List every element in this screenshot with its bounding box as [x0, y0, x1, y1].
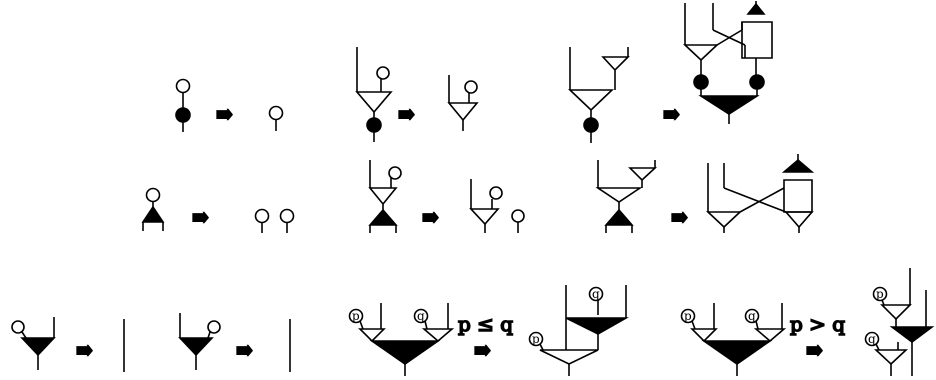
rule-r3a-lhs — [11, 317, 56, 370]
rule-r2c-lhs — [595, 160, 658, 233]
rule-r2b-rhs — [469, 179, 525, 233]
rewrite-arrow: ⇛ — [192, 205, 209, 229]
var-q-label: q — [868, 332, 876, 346]
rewrite-arrow: ⇛ — [474, 338, 491, 362]
rule-r2a-rhs — [254, 208, 295, 233]
rule-r1a-rhs — [268, 105, 284, 131]
rewrite-arrow: ⇛ — [663, 102, 680, 126]
rule-r2c-rhs — [705, 154, 815, 233]
rewrite-arrow: ⇛ — [76, 338, 93, 362]
var-q-label: q — [592, 287, 600, 301]
rewrite-arrow: ⇛ — [671, 205, 688, 229]
var-p-label: p — [352, 309, 360, 323]
var-p-label: p — [532, 332, 540, 346]
var-p-label: p — [684, 309, 692, 323]
rule-r1c-rhs — [682, 1, 773, 124]
rule-r1b-lhs — [355, 47, 393, 142]
condition-label: p ≤ q — [458, 312, 513, 336]
rule-r3d-rhs — [864, 268, 935, 376]
rule-r2a-lhs — [141, 187, 165, 231]
rewrite-arrow: ⇛ — [422, 205, 439, 229]
rewrite-arrow: ⇛ — [398, 102, 415, 126]
rule-r2b-lhs — [368, 160, 402, 233]
rule-r3c-rhs — [528, 285, 630, 376]
rule-r3b-lhs — [178, 313, 221, 370]
condition-label: p > q — [790, 312, 845, 336]
rewrite-arrow: ⇛ — [236, 338, 253, 362]
var-p-label: p — [876, 287, 884, 301]
rule-r1b-rhs — [447, 75, 479, 131]
rule-r3c-lhs — [348, 303, 455, 376]
var-q-label: q — [417, 309, 425, 323]
variable-labels: p q p q p q p q — [352, 287, 884, 346]
rule-r1c-lhs — [568, 47, 630, 143]
rewrite-arrow: ⇛ — [806, 338, 823, 362]
var-q-label: q — [748, 309, 756, 323]
rule-r1a-lhs — [175, 78, 191, 132]
rewrite-arrow: ⇛ — [216, 102, 233, 126]
rule-r3d-lhs — [680, 303, 787, 376]
